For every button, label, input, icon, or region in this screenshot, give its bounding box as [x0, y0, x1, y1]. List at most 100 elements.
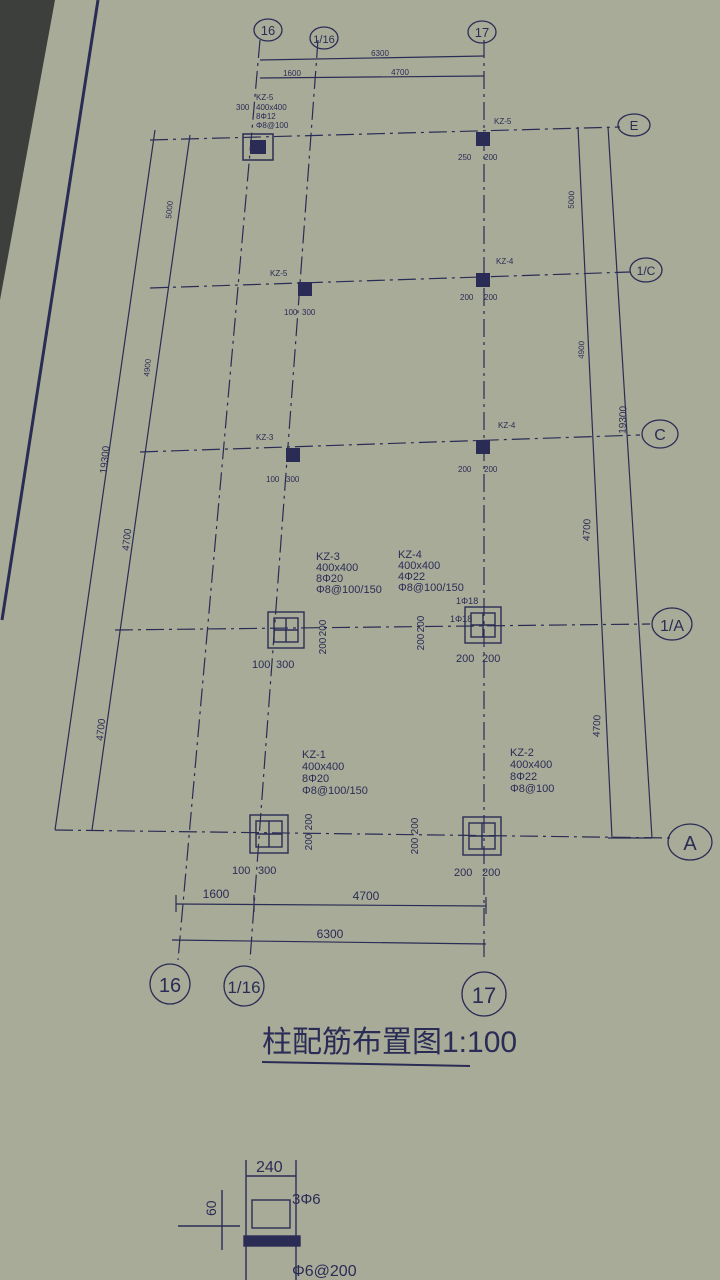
dim-right-seg: 4700 [582, 518, 594, 541]
right-dimension-texts: 5000 4900 19300 4700 4700 [567, 190, 630, 737]
column-dim: 100 [266, 475, 280, 484]
column-kz5-top-right [476, 132, 490, 146]
grid-label: C [654, 427, 666, 444]
column-dim: 300 [258, 865, 276, 877]
grid-bubble-bottom-16 [149, 963, 191, 1005]
grid-label: E [630, 118, 639, 133]
detail-height: 60 [203, 1200, 219, 1216]
dim-right-total: 19300 [618, 405, 630, 434]
grid-bubble-top-1-16 [309, 26, 339, 50]
column-tag: KZ-3 [316, 551, 340, 563]
column-bars: 4Φ22 [398, 571, 425, 583]
dim-right-seg: 4700 [592, 714, 604, 737]
column-stirrup: Φ8@100 [256, 121, 289, 130]
big-column-vertical-dims: 200 200 200 200 200 200 200 200 [304, 615, 427, 854]
dim-left-seg: 4900 [142, 358, 153, 377]
column-kz1-big [249, 814, 289, 854]
grid-bubble-A [667, 823, 713, 861]
grid-bubble-top-16 [253, 18, 283, 42]
column-kz3-big [267, 611, 305, 649]
grid-label: 17 [472, 983, 496, 1008]
column-kz5-top-left-core [250, 140, 266, 154]
dim-line-right-19300 [607, 126, 653, 839]
column-tag: KZ-4 [498, 421, 516, 430]
drawing-title: 柱配筋布置图1:100 [262, 1026, 517, 1059]
detail-bars: 3Φ6 [292, 1191, 321, 1208]
column-dim: 300 [236, 103, 250, 112]
dim-line-left-split [91, 134, 191, 831]
dim-line-top-6300 [259, 55, 485, 61]
dim-line-bottom-6300 [171, 939, 487, 945]
dim-line-top-split [259, 75, 485, 79]
grid-bubble-bottom-17 [461, 971, 507, 1017]
border-line [0, 0, 100, 621]
column-tag: KZ-4 [496, 257, 514, 266]
dim-line-right-split [577, 126, 613, 839]
grid-label: 1/16 [227, 978, 260, 997]
column-vdim: 200 [318, 637, 329, 654]
detail-labels: 240 60 3Φ6 Φ6@200 [203, 1159, 357, 1280]
column-vdim: 200 [318, 619, 329, 636]
column-kz5-mid-left [298, 282, 312, 296]
column-stirrup: Φ8@100/150 [398, 582, 464, 594]
grid-bubble-top-17 [467, 20, 497, 44]
column-kz5-top-left [242, 133, 274, 161]
column-dim: 300 [276, 659, 294, 671]
column-kz2-big [462, 816, 502, 856]
column-kz4-big [464, 606, 502, 644]
column-bars: 8Φ20 [302, 773, 329, 785]
column-dim: 200 [454, 867, 472, 879]
column-dim: 200 [458, 465, 472, 474]
dim-bottom-left: 1600 [203, 887, 230, 901]
dim-line-left-19300 [54, 129, 156, 831]
grid-bubble-E [617, 113, 651, 137]
column-kz4-mid-right [476, 273, 490, 287]
title-underline [261, 1061, 471, 1067]
grid-label: A [683, 833, 697, 855]
dim-bottom-right: 4700 [353, 889, 380, 903]
column-dim: 100 [252, 659, 270, 671]
column-vdim: 200 [416, 615, 427, 632]
grid-bubble-1A [651, 607, 693, 641]
column-size: 400x400 [316, 562, 358, 574]
column-dim: 300 [302, 308, 316, 317]
column-dim: 200 [482, 653, 500, 665]
axis-16 [177, 39, 261, 961]
small-column-notes: KZ-5 400x400 8Φ12 Φ8@100 300 KZ-5 250 20… [236, 93, 516, 484]
column-size: 400x400 [398, 560, 440, 572]
column-dim: 200 [460, 293, 474, 302]
column-dim: 250 [458, 153, 472, 162]
detail-stirrup: Φ6@200 [292, 1263, 357, 1280]
axis-A [54, 829, 671, 839]
column-size: 400x400 [302, 761, 344, 773]
dim-top-right: 4700 [391, 68, 409, 77]
grid-bubble-bottom-1-16 [223, 965, 265, 1007]
grid-label: 1/16 [313, 34, 334, 46]
axis-E [149, 126, 621, 141]
column-vdim: 200 [410, 817, 421, 834]
dim-left-total: 19300 [99, 445, 113, 474]
column-stirrup: Φ8@100/150 [302, 785, 368, 797]
dimension-texts: 6300 1600 4700 1600 4700 6300 [203, 49, 410, 941]
column-tag: KZ-5 [256, 93, 274, 102]
column-tag: KZ-5 [494, 117, 512, 126]
detail-beam [251, 1199, 291, 1229]
column-kz4-right [476, 440, 490, 454]
big-column-notes: KZ-3 400x400 8Φ20 Φ8@100/150 100 300 KZ-… [232, 549, 554, 879]
column-dim: 200 [484, 153, 498, 162]
column-vdim: 200 [410, 837, 421, 854]
dim-right-seg: 5000 [567, 190, 577, 209]
column-tag: KZ-2 [510, 747, 534, 759]
left-dimension-texts: 19300 5000 4900 4700 4700 [95, 200, 175, 742]
dim-top-total: 6300 [371, 49, 389, 58]
column-tag: KZ-4 [398, 549, 422, 561]
column-extra-bar: 1Φ18 [456, 596, 478, 606]
axis-1C [149, 271, 631, 289]
column-dim: 200 [484, 465, 498, 474]
column-tag: KZ-5 [270, 269, 288, 278]
grid-label: 1/C [637, 264, 656, 278]
grid-label: 17 [475, 25, 489, 40]
column-kz3-left [286, 448, 300, 462]
